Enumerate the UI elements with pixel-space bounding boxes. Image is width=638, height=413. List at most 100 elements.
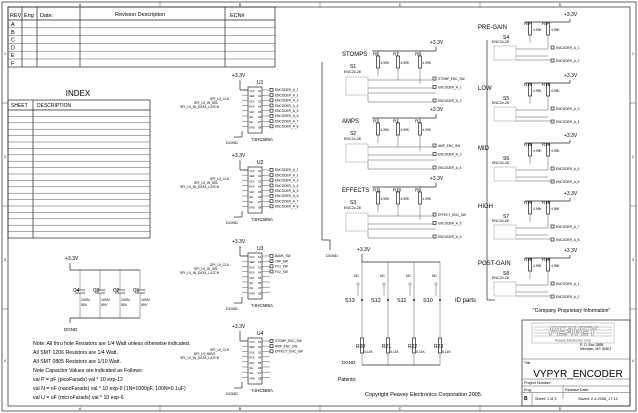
encoder-part: ENC24-28 — [492, 219, 509, 223]
resistor-value: 4.99K — [551, 28, 560, 32]
net-flag — [269, 349, 274, 354]
encoder-part: ENC24-28 — [492, 101, 509, 105]
encoder-switch-net: STOMP_ENC_SW — [438, 77, 465, 81]
net-flag — [269, 88, 274, 92]
power-label: +3.3V — [232, 324, 246, 330]
chip-pin-number: D3 — [258, 265, 262, 269]
zone-row-left: 2 — [4, 155, 6, 159]
resistor-ref: R23 — [434, 344, 443, 350]
chip-pin-label: VCC — [249, 340, 255, 344]
encoder-ref: S7 — [503, 214, 509, 220]
chip-body — [247, 86, 263, 134]
resistor-value: 5.11K — [390, 350, 400, 354]
section-title: LOW — [478, 86, 492, 92]
zone-col-top: C — [399, 3, 402, 7]
ground-label: DGND — [64, 327, 78, 332]
net-flag — [269, 103, 274, 108]
shift-register: +3.3VU474HC589AVCCSERSCKRCKSLDQHOEGNDD1D… — [180, 324, 303, 396]
chip-pin-label: SCK — [249, 350, 255, 354]
chip-pin-number: D3 — [258, 99, 262, 103]
title-block: PEAVEY Peavey Electronics Corp P. O. Box… — [521, 319, 631, 407]
chip-pin-label: VCC — [249, 89, 255, 93]
resistor-body — [396, 191, 400, 205]
resistor-ref: R20 — [356, 344, 365, 350]
output-net: EFFECT_ENC_SW — [275, 350, 303, 354]
chip-pin-number: D5 — [258, 110, 262, 114]
chip-pin-label: OE — [249, 371, 253, 375]
resistor-value: 4.99K — [533, 149, 542, 153]
capacitor-value: 100N — [101, 298, 110, 302]
resistor-value: 4.99K — [381, 197, 390, 201]
chip-pin-label: GND — [249, 376, 255, 380]
encoder-part: ENC24-28 — [344, 137, 361, 141]
capacitor-voltage: 50V — [121, 303, 128, 307]
chip-pin-label: SLD — [249, 361, 254, 365]
ground-label: DGND — [226, 306, 238, 311]
output-net: ENCODER_A_8 — [275, 125, 299, 129]
spi-clk-net: SPI_UI_CLK — [210, 97, 230, 101]
index-rows — [8, 116, 150, 232]
junction-dot — [413, 299, 415, 301]
net-flag — [432, 165, 437, 170]
chip-pin-label: RCK — [249, 105, 255, 109]
address-line: Meridian, MS 39301 — [580, 347, 611, 351]
power-label: +3.3V — [430, 40, 444, 46]
chip-part: 74HC589A — [251, 303, 273, 308]
ground-label: DGND — [226, 391, 238, 396]
chip-pin-number: D8 — [258, 291, 262, 295]
section-title: AMPS — [342, 119, 359, 125]
net-flag — [269, 93, 274, 97]
encoder-group-left: STOMPS+3.3VR64.99KR74.99KR84.99KS1ENC24-… — [321, 40, 466, 258]
chip-pin-label: SLD — [249, 276, 254, 280]
chip-pin-number: D6 — [258, 115, 262, 119]
resistor-ref: R1 — [393, 119, 399, 124]
spi-ser-net: SPI_UI_IN_SEL — [194, 101, 218, 105]
chip-pin-number: D8 — [258, 125, 262, 129]
power-label: +3.3V — [232, 239, 246, 245]
proprietary-text: "Company Proprietary Information" — [533, 308, 610, 314]
section-title: MID — [478, 146, 490, 152]
power-label: +3.3V — [564, 248, 578, 254]
resistor-ref: R22 — [408, 344, 417, 350]
encoder-section-effects: EFFECTS+3.3VR114.99KR104.99KR94.99KS3ENC… — [342, 176, 466, 239]
net-flag — [550, 45, 555, 50]
output-net: ENCODER_A_1 — [275, 168, 299, 172]
resistor-value: 5.11K — [442, 350, 452, 354]
net-flag — [432, 85, 437, 89]
net-flag — [432, 98, 437, 103]
encoder-net: ENCODER_A_4 — [438, 166, 462, 170]
encoder-part: ENC24-28 — [492, 276, 509, 280]
resistor-ref: R9 — [415, 188, 421, 193]
junction-dot — [439, 299, 441, 301]
chip-part: 74HC589A — [251, 388, 273, 393]
resistor-ref: R5 — [524, 21, 530, 26]
resistor-value: 4.99K — [381, 61, 390, 65]
encoder-section-amps: AMPS+3.3VR34.99KR14.99KR24.99KS2ENC24-28… — [342, 107, 462, 170]
encoder-section-high: HIGH+3.3VR174.99KR164.99KS7ENC24-28ENCOD… — [478, 191, 580, 242]
resistor-ref: R11 — [373, 188, 381, 193]
sheet-header: SHEET — [11, 103, 28, 109]
chip-pin-number: D6 — [258, 281, 262, 285]
output-net: ENCODER_A_5 — [275, 189, 299, 193]
junction-dot — [361, 299, 363, 301]
chip-pin-label: QH — [249, 115, 253, 119]
encoder-net: ENCODER_A_1 — [556, 282, 580, 286]
encoder-net: ENCODER_A_3 — [556, 107, 580, 111]
chip-pin-number: D7 — [258, 200, 262, 204]
net-flag — [269, 178, 274, 183]
encoder-switch-net: AMP_ENC_SW — [438, 144, 460, 148]
encoder-net: ENCODER_A_5 — [556, 167, 580, 171]
capacitor-value: 100N — [81, 298, 90, 302]
spi-ser-net: SPI_UI_IN_SEL — [194, 181, 218, 185]
net-flag — [550, 166, 555, 171]
output-net: ENCODER_A_6 — [275, 114, 299, 118]
chip-pin-number: D7 — [258, 371, 262, 375]
net-flag — [269, 98, 274, 103]
encoder-net: ENCODER_A_1 — [438, 85, 462, 89]
ground-label: DGND — [326, 253, 338, 258]
encoder-part: ENC24-28 — [492, 40, 509, 44]
